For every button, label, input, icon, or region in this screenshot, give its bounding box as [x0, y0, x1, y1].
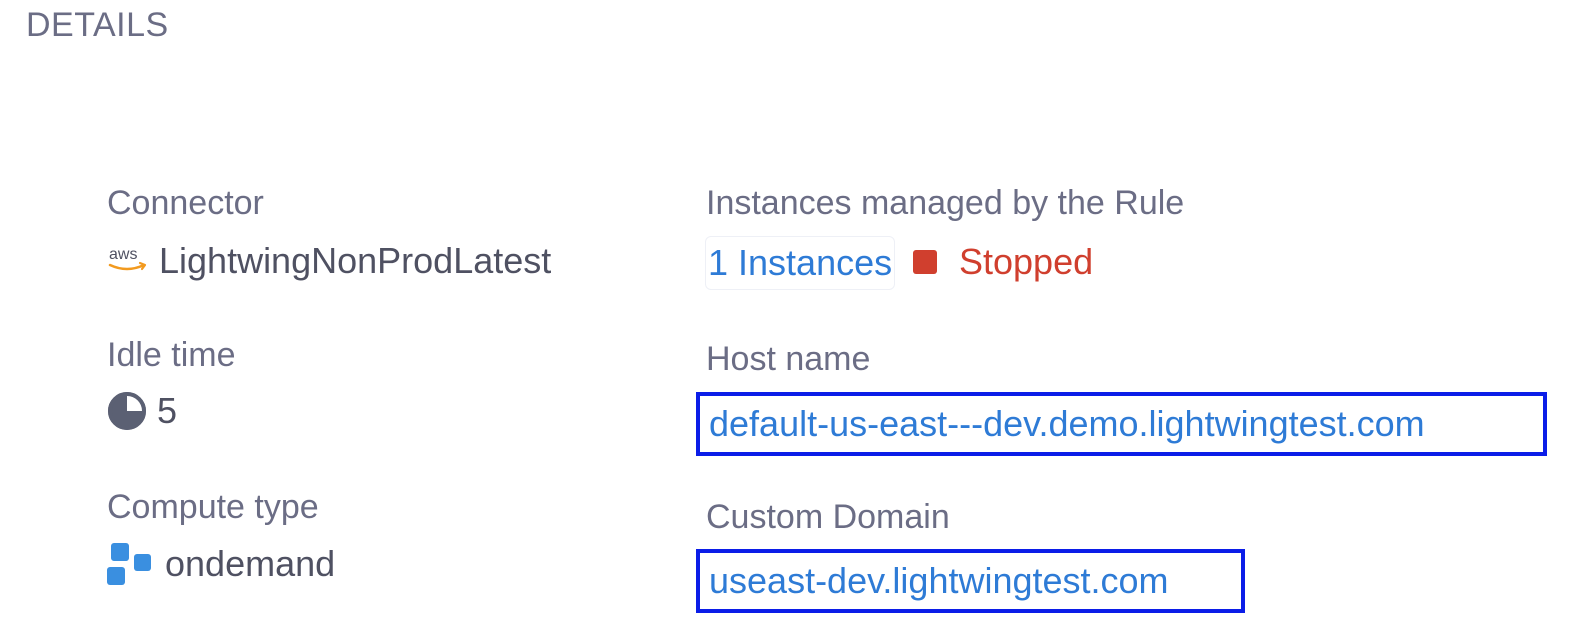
instances-label: Instances managed by the Rule [706, 184, 1185, 222]
instances-link[interactable]: 1 Instances [705, 236, 896, 290]
host-name-link[interactable]: default-us-east---dev.demo.lightwingtest… [696, 392, 1547, 456]
instance-status: Stopped [913, 236, 1093, 288]
clock-icon [108, 392, 146, 430]
idle-time-number: 5 [157, 390, 178, 431]
compute-type-icon [107, 543, 151, 585]
connector-label: Connector [107, 184, 264, 222]
custom-domain-link[interactable]: useast-dev.lightwingtest.com [696, 549, 1245, 613]
status-indicator [913, 250, 937, 274]
custom-domain-value[interactable]: useast-dev.lightwingtest.com [709, 560, 1169, 601]
compute-type-label: Compute type [107, 488, 319, 526]
connector-name: LightwingNonProdLatest [159, 240, 552, 281]
host-name-label: Host name [706, 340, 871, 378]
custom-domain-label: Custom Domain [706, 498, 950, 536]
idle-time-label: Idle time [107, 336, 236, 374]
aws-icon: aws [108, 246, 147, 271]
compute-type-name: ondemand [165, 543, 336, 584]
status-text: Stopped [959, 241, 1094, 282]
section-title: DETAILS [26, 6, 169, 44]
host-name-value[interactable]: default-us-east---dev.demo.lightwingtest… [709, 403, 1425, 444]
svg-text:aws: aws [109, 246, 137, 263]
idle-time-value: 5 [107, 388, 177, 434]
compute-type-value: ondemand [107, 541, 335, 587]
connector-value: aws LightwingNonProdLatest [107, 236, 551, 286]
